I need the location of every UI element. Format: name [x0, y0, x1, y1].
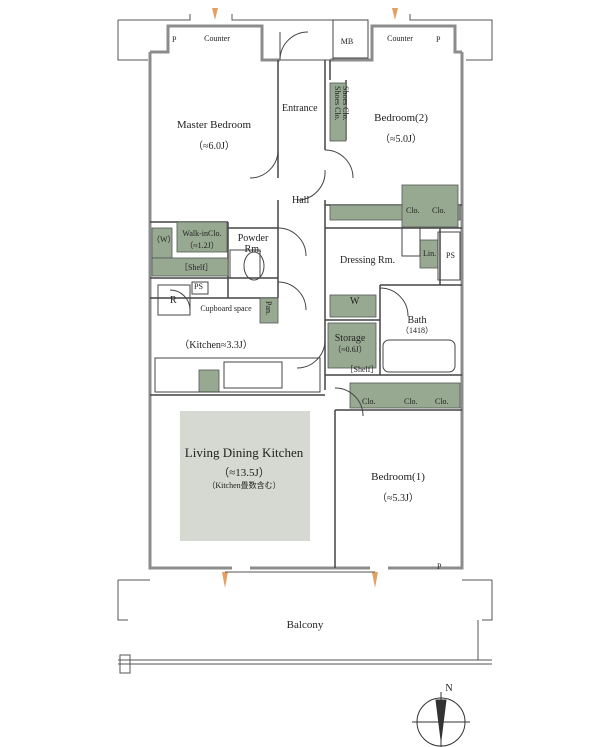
closet-label-4: Clo. [404, 397, 418, 406]
shoes-closet-b: Shoes Clo. [341, 86, 350, 121]
closet-label-3: Clo. [362, 397, 376, 406]
entrance-label: Entrance [282, 103, 318, 114]
counter-right-label: Counter [387, 34, 413, 43]
w-label: W [350, 296, 360, 307]
counter-left-label: Counter [204, 34, 230, 43]
bedroom2-label: Bedroom(2) [374, 112, 428, 124]
bath-size: （1418） [401, 326, 433, 335]
ldk-label: Living Dining Kitchen [184, 445, 304, 460]
master-bedroom-size: （≈6.0J） [193, 141, 235, 152]
storage-size: （≈0.6J） [333, 345, 367, 354]
outer-frame [117, 14, 493, 674]
doors [169, 31, 409, 417]
pan-label: Pan. [264, 301, 273, 315]
r-label: R [170, 295, 177, 306]
p-top-left: P [172, 35, 177, 44]
kitchen-fixtures [154, 19, 461, 393]
balcony-label: Balcony [286, 619, 324, 631]
cupboard-label: Cupboard space [200, 304, 252, 313]
kitchen-label: （Kitchen≈3.3J） [179, 340, 253, 351]
walkin-w-label: （W） [152, 235, 176, 244]
powder-room-label-2: Rm. [244, 244, 262, 255]
storage-label: Storage [334, 333, 366, 344]
dressing-room-label: Dressing Rm. [340, 255, 395, 266]
bedroom1-size: （≈5.3J） [377, 493, 419, 504]
ldk-size: （≈13.5J） [218, 467, 270, 479]
p-bottom: P [437, 562, 442, 571]
closet-label-2: Clo. [432, 206, 446, 215]
p-top-right: P [436, 35, 441, 44]
ps-right-label: PS [446, 251, 455, 260]
ldk-highlight [180, 411, 310, 541]
lin-label: Lin. [423, 249, 437, 258]
storage-areas [151, 82, 461, 409]
powder-room-label-1: Powder [237, 233, 269, 244]
walls [148, 24, 464, 570]
hall-label: Hall [292, 195, 310, 206]
closet-label-1: Clo. [406, 206, 420, 215]
walkin-shelf-label: ［Shelf］ [180, 263, 213, 272]
shoes-closet-a: Shoes Clo. [333, 86, 342, 121]
bedroom2-size: （≈5.0J） [380, 134, 422, 145]
storage-shelf: ［Shelf］ [345, 365, 379, 374]
bedroom1-label: Bedroom(1) [371, 471, 425, 483]
compass-north-label: N [445, 683, 453, 694]
closet-label-5: Clo. [435, 397, 449, 406]
ps-kitchen-label: PS [194, 282, 203, 291]
master-bedroom-label: Master Bedroom [176, 119, 252, 131]
compass-icon [412, 692, 470, 747]
ldk-note: （Kitchen畳数含む） [207, 481, 281, 490]
walkin-closet-label: Walk-inClo. [182, 229, 222, 238]
window-sashes [212, 8, 398, 588]
walkin-closet-size: （≈1.2J） [185, 241, 219, 250]
mb-label: MB [340, 37, 354, 46]
bath-label: Bath [407, 315, 427, 326]
